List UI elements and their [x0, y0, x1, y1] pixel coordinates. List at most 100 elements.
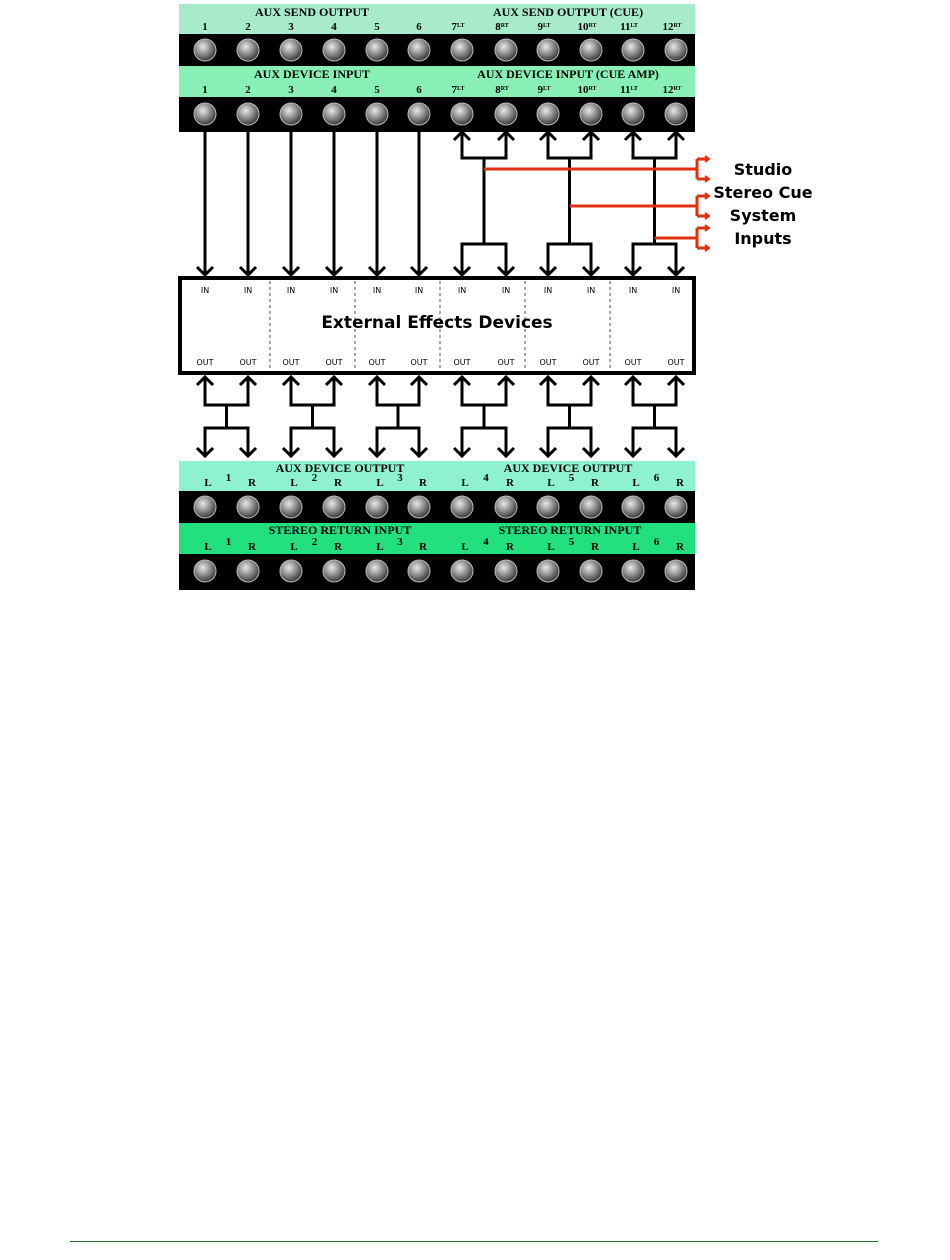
row1-header: [179, 4, 695, 34]
out-down-arrow-l-4: [452, 446, 472, 459]
row2-num-3: 3: [288, 84, 294, 96]
row1-jack-1[interactable]: [193, 38, 217, 62]
row3-pair-number-4: 4: [483, 472, 489, 484]
row2-jack-6[interactable]: [407, 102, 431, 126]
out-down-arrow-l-3: [367, 446, 387, 459]
row4-jack-4[interactable]: [322, 559, 346, 583]
out-up-arrow-r-1: [238, 374, 258, 387]
row2-jack-8[interactable]: [494, 102, 518, 126]
top-connectors: [195, 128, 686, 278]
row3-r-label-5: R: [591, 477, 600, 489]
row4-jack-1[interactable]: [193, 559, 217, 583]
out-up-arrow-l-5: [538, 374, 558, 387]
row3-jack-6[interactable]: [407, 495, 431, 519]
cue-bottom-split-1: [460, 242, 508, 275]
row1-num-1: 1: [202, 21, 208, 33]
studio-label-line2: Stereo Cue: [713, 183, 812, 202]
row2-num-2: 2: [245, 84, 251, 96]
row4-jack-8[interactable]: [494, 559, 518, 583]
row2-jack-1[interactable]: [193, 102, 217, 126]
row1-jack-2[interactable]: [236, 38, 260, 62]
row4-pair-number-5: 5: [569, 536, 575, 548]
row1-jack-8[interactable]: [494, 38, 518, 62]
out-split-6: [631, 426, 678, 456]
row2-num-6: 6: [416, 84, 422, 96]
row2-jack-9[interactable]: [536, 102, 560, 126]
out-join-1: [203, 377, 250, 407]
row2-jack-11[interactable]: [621, 102, 645, 126]
row2-jack-12[interactable]: [664, 102, 688, 126]
effects-out-label-9: OUT: [539, 358, 556, 367]
row2-jack-2[interactable]: [236, 102, 260, 126]
row2-jack-10[interactable]: [579, 102, 603, 126]
out-up-arrow-r-2: [324, 374, 344, 387]
out-up-arrow-l-3: [367, 374, 387, 387]
patch-arrow-5: [367, 265, 387, 278]
row1-jack-4[interactable]: [322, 38, 346, 62]
patch-arrow-2: [238, 265, 258, 278]
cue-top-join-1: [460, 132, 508, 160]
row3-r-label-6: R: [676, 477, 685, 489]
row3-jack-9[interactable]: [536, 495, 560, 519]
out-down-arrow-l-5: [538, 446, 558, 459]
row4-r-label-5: R: [591, 541, 600, 553]
row2-title-right: AUX DEVICE INPUT (CUE AMP): [477, 67, 659, 81]
row3-jack-2[interactable]: [236, 495, 260, 519]
row2-jack-5[interactable]: [365, 102, 389, 126]
out-down-arrow-r-3: [409, 446, 429, 459]
out-join-2: [289, 377, 336, 407]
row3-jack-11[interactable]: [621, 495, 645, 519]
row4-pair-number-6: 6: [654, 536, 660, 548]
row4-jack-9[interactable]: [536, 559, 560, 583]
row1-jack-10[interactable]: [579, 38, 603, 62]
row1-jack-12[interactable]: [664, 38, 688, 62]
row4-jack-7[interactable]: [450, 559, 474, 583]
cue-bottom-split-2: [546, 242, 593, 275]
row3-pair-number-3: 3: [397, 472, 403, 484]
row1-jack-6[interactable]: [407, 38, 431, 62]
cue-bottom-split-3: [631, 242, 678, 275]
studio-label-line1: Studio: [734, 160, 793, 179]
row4-jack-10[interactable]: [579, 559, 603, 583]
cue-down-arrow-l-3: [623, 265, 643, 278]
row4-jack-11[interactable]: [621, 559, 645, 583]
out-down-arrow-r-5: [581, 446, 601, 459]
row3-jack-7[interactable]: [450, 495, 474, 519]
cue-feed-arrows-1: [704, 155, 711, 183]
row2-jack-7[interactable]: [450, 102, 474, 126]
row3-jack-1[interactable]: [193, 495, 217, 519]
row4-r-label-1: R: [248, 541, 257, 553]
out-up-arrow-l-4: [452, 374, 472, 387]
row1-jack-7[interactable]: [450, 38, 474, 62]
row1-jack-9[interactable]: [536, 38, 560, 62]
row2-jack-bar: [179, 97, 695, 132]
cue-down-arrow-r-1: [496, 265, 516, 278]
out-up-arrow-r-4: [496, 374, 516, 387]
row2-jack-4[interactable]: [322, 102, 346, 126]
row3-jack-8[interactable]: [494, 495, 518, 519]
effects-out-label-2: OUT: [239, 358, 256, 367]
row4-jack-5[interactable]: [365, 559, 389, 583]
out-down-arrow-r-2: [324, 446, 344, 459]
row3-jack-3[interactable]: [279, 495, 303, 519]
row1-jack-3[interactable]: [279, 38, 303, 62]
row2-jack-3[interactable]: [279, 102, 303, 126]
row1-jack-11[interactable]: [621, 38, 645, 62]
row3-jack-12[interactable]: [664, 495, 688, 519]
row1-jack-5[interactable]: [365, 38, 389, 62]
row3-jack-10[interactable]: [579, 495, 603, 519]
patch-arrow-1: [195, 265, 215, 278]
row4-jack-bar: [179, 554, 695, 590]
effects-out-label-7: OUT: [453, 358, 470, 367]
cue-up-arrow-r-2: [581, 129, 601, 142]
effects-in-label-3: IN: [287, 286, 295, 295]
studio-label-line4: Inputs: [734, 229, 791, 248]
row4-jack-6[interactable]: [407, 559, 431, 583]
row4-jack-12[interactable]: [664, 559, 688, 583]
row3-jack-5[interactable]: [365, 495, 389, 519]
out-up-arrow-l-6: [623, 374, 643, 387]
row4-jack-3[interactable]: [279, 559, 303, 583]
row4-jack-2[interactable]: [236, 559, 260, 583]
row3-jack-4[interactable]: [322, 495, 346, 519]
footer-rule: [70, 1241, 878, 1242]
